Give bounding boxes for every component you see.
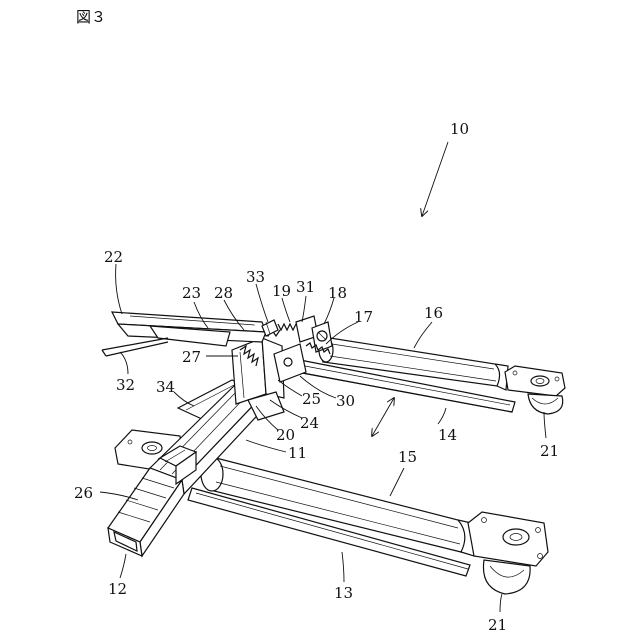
label-19: 19	[272, 282, 291, 300]
label-28: 28	[214, 284, 233, 302]
label-21-front: 21	[488, 616, 507, 634]
label-11: 11	[288, 444, 307, 462]
label-15: 15	[398, 448, 417, 466]
rod-32	[102, 338, 168, 356]
label-24: 24	[300, 414, 319, 432]
label-32: 32	[116, 376, 135, 394]
label-27: 27	[182, 348, 201, 366]
bolt-33	[262, 320, 278, 336]
label-10: 10	[450, 120, 469, 138]
label-18: 18	[328, 284, 347, 302]
label-23: 23	[182, 284, 201, 302]
front-mount-plate	[468, 512, 548, 594]
label-14: 14	[438, 426, 457, 444]
label-21-rear: 21	[540, 442, 559, 460]
label-17: 17	[354, 308, 373, 326]
spring-31	[278, 324, 296, 330]
label-25: 25	[302, 390, 321, 408]
label-34: 34	[156, 378, 175, 396]
label-16: 16	[424, 304, 443, 322]
label-30: 30	[336, 392, 355, 410]
label-13: 13	[334, 584, 353, 602]
label-33: 33	[246, 268, 265, 286]
label-12: 12	[108, 580, 127, 598]
label-22: 22	[104, 248, 123, 266]
reference-arrow-10	[422, 142, 448, 216]
movement-arrow	[372, 398, 394, 436]
label-31: 31	[296, 278, 315, 296]
label-20: 20	[276, 426, 295, 444]
square-tube-12	[108, 468, 184, 556]
label-26: 26	[74, 484, 93, 502]
